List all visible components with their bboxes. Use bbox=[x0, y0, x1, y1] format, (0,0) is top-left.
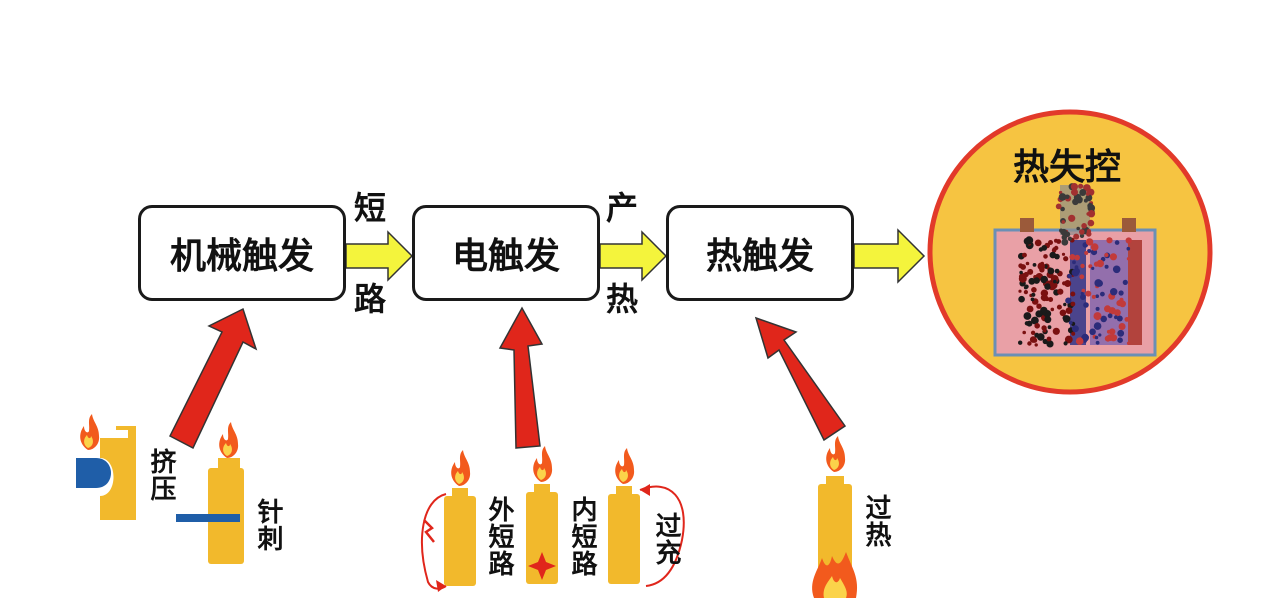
particle-cloud bbox=[1018, 183, 1132, 348]
stage-box-mechanical: 机械触发 bbox=[138, 205, 346, 301]
flow-arrow-heat bbox=[599, 230, 668, 282]
trigger-label-overheat: 过热 bbox=[861, 494, 891, 548]
trigger-arrow-thermal bbox=[754, 316, 847, 442]
connector-label-short-top: 短 bbox=[354, 189, 387, 227]
flow-arrow-to-runaway bbox=[853, 228, 926, 284]
stage-label-electrical: 电触发 bbox=[451, 236, 560, 277]
connector-label-heat-bottom: 热 bbox=[606, 280, 639, 318]
overheat-battery-icon bbox=[812, 436, 858, 598]
internal-short-battery-icon bbox=[526, 446, 558, 584]
squeeze-battery-icon bbox=[76, 414, 136, 520]
trigger-label-overcharge: 过充 bbox=[651, 512, 681, 566]
trigger-arrow-electrical bbox=[498, 306, 544, 449]
connector-label-heat-top: 产 bbox=[606, 189, 639, 227]
trigger-label-external-short: 外短路 bbox=[484, 496, 514, 577]
stage-label-thermal: 热触发 bbox=[705, 236, 814, 277]
thermal-runaway-title: 热失控 bbox=[1013, 147, 1122, 188]
overcharge-battery-icon bbox=[608, 448, 685, 587]
external-short-battery-icon bbox=[421, 450, 476, 592]
trigger-label-nail: 针刺 bbox=[253, 498, 283, 552]
nail-battery-icon bbox=[176, 422, 244, 564]
stage-label-mechanical: 机械触发 bbox=[169, 236, 314, 277]
trigger-label-squeeze: 挤压 bbox=[146, 448, 176, 502]
trigger-arrow-mechanical bbox=[168, 307, 258, 450]
stage-box-electrical: 电触发 bbox=[412, 205, 600, 301]
stage-box-thermal: 热触发 bbox=[666, 205, 854, 301]
battery-cross-section-illustration bbox=[993, 185, 1157, 357]
trigger-label-internal-short: 内短路 bbox=[567, 496, 597, 577]
flow-arrow-short-circuit bbox=[345, 230, 414, 282]
connector-label-short-bottom: 路 bbox=[354, 280, 387, 318]
